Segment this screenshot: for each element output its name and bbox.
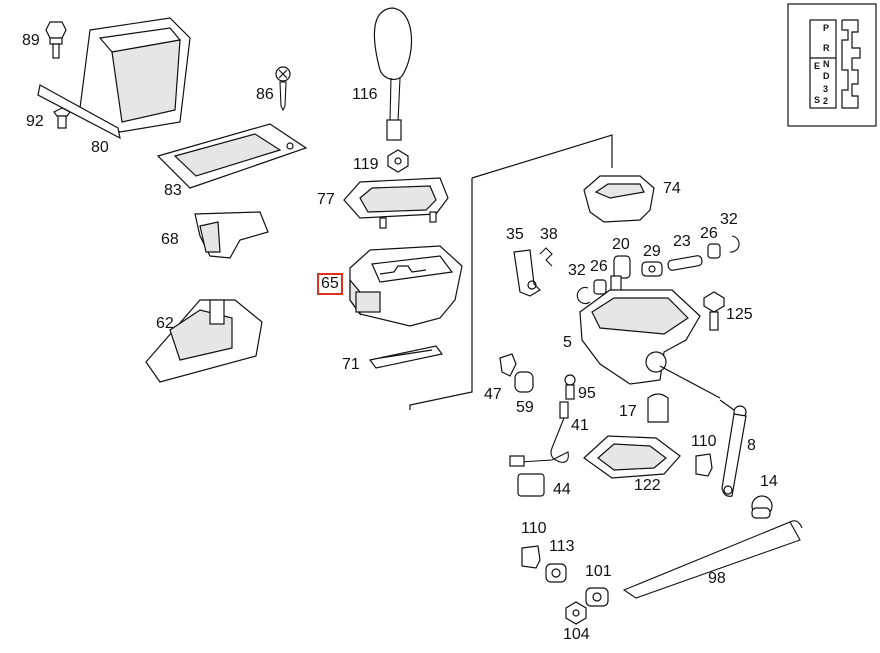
rod-41 [509, 401, 569, 467]
pin-23 [667, 255, 703, 271]
bushing-26 [593, 279, 607, 295]
callout-113[interactable]: 113 [549, 538, 575, 555]
bushing-26b [707, 243, 721, 259]
callout-29[interactable]: 29 [643, 243, 661, 260]
callout-95[interactable]: 95 [578, 385, 596, 402]
bolt-125 [703, 291, 725, 331]
callout-68[interactable]: 68 [161, 231, 179, 248]
group-bracket [471, 134, 613, 179]
boot-17 [647, 393, 669, 423]
callout-110-upper[interactable]: 110 [691, 433, 717, 450]
callout-65-highlighted[interactable]: 65 [317, 273, 343, 295]
base-62 [145, 299, 263, 383]
callout-110-lower[interactable]: 110 [521, 520, 547, 537]
ball-stud-95 [564, 374, 576, 400]
callout-74[interactable]: 74 [663, 180, 681, 197]
bezel-83 [156, 123, 308, 189]
callout-26[interactable]: 26 [700, 225, 718, 242]
grommet-14 [751, 495, 773, 519]
spring-38 [539, 247, 553, 267]
callout-59[interactable]: 59 [516, 399, 534, 416]
callout-17[interactable]: 17 [619, 403, 637, 420]
clip-110b [521, 545, 541, 569]
callout-20[interactable]: 20 [612, 236, 630, 253]
svg-text:S: S [814, 95, 820, 105]
shift-knob-116 [373, 7, 413, 141]
callout-32-upper[interactable]: 32 [720, 211, 738, 228]
bushing-113 [545, 563, 567, 583]
callout-77[interactable]: 77 [317, 191, 335, 208]
trim-strip-71 [368, 345, 444, 369]
callout-44[interactable]: 44 [553, 481, 571, 498]
nut-119 [387, 149, 409, 173]
clip-92 [53, 107, 71, 129]
ball-socket-101 [585, 587, 609, 607]
callout-71[interactable]: 71 [342, 356, 360, 373]
lever-35 [513, 249, 541, 297]
cover-74 [583, 175, 655, 223]
circlip-32b [729, 235, 740, 253]
bracket-assembly-5 [579, 289, 721, 399]
clip-110 [695, 453, 713, 477]
callout-83[interactable]: 83 [164, 182, 182, 199]
callout-119[interactable]: 119 [353, 156, 379, 173]
screw-86 [275, 66, 291, 112]
svg-text:D: D [823, 71, 830, 81]
callout-32-lower[interactable]: 32 [568, 262, 586, 279]
bolt-89 [45, 21, 67, 59]
circlip-32 [576, 286, 591, 305]
callout-41[interactable]: 41 [571, 417, 589, 434]
callout-23[interactable]: 23 [673, 233, 691, 250]
svg-text:2: 2 [823, 96, 828, 106]
svg-text:N: N [823, 59, 830, 69]
svg-text:P: P [823, 23, 829, 33]
callout-47[interactable]: 47 [484, 386, 502, 403]
selector-housing-65 [349, 245, 463, 327]
lever-8 [719, 399, 747, 497]
clip-44 [517, 473, 545, 497]
nut-104 [565, 601, 587, 625]
svg-text:3: 3 [823, 84, 828, 94]
bushing-59 [514, 371, 534, 393]
part-29 [641, 261, 663, 277]
cover-plate-77 [343, 177, 449, 229]
callout-62[interactable]: 62 [156, 315, 174, 332]
housing-80 [37, 17, 191, 140]
callout-89[interactable]: 89 [22, 32, 40, 49]
callout-26-lower[interactable]: 26 [590, 258, 608, 275]
clip-47 [499, 353, 517, 377]
callout-116[interactable]: 116 [352, 86, 378, 103]
callout-38[interactable]: 38 [540, 226, 558, 243]
svg-text:E: E [814, 61, 820, 71]
callout-5[interactable]: 5 [563, 334, 572, 351]
pin-20 [610, 255, 631, 293]
bracket-68 [194, 211, 269, 259]
callout-104[interactable]: 104 [563, 626, 590, 643]
callout-8[interactable]: 8 [747, 437, 756, 454]
callout-35[interactable]: 35 [506, 226, 524, 243]
callout-101[interactable]: 101 [585, 563, 612, 580]
callout-122[interactable]: 122 [634, 477, 661, 494]
callout-98[interactable]: 98 [708, 570, 726, 587]
rod-98 [622, 520, 803, 599]
callout-80[interactable]: 80 [91, 139, 109, 156]
callout-125[interactable]: 125 [726, 306, 753, 323]
callout-86[interactable]: 86 [256, 86, 274, 103]
svg-text:R: R [823, 43, 830, 53]
callout-92[interactable]: 92 [26, 113, 44, 130]
callout-14[interactable]: 14 [760, 473, 778, 490]
boot-122 [583, 435, 681, 479]
gear-gate-inset: P R N D 3 2 E S [787, 3, 877, 127]
